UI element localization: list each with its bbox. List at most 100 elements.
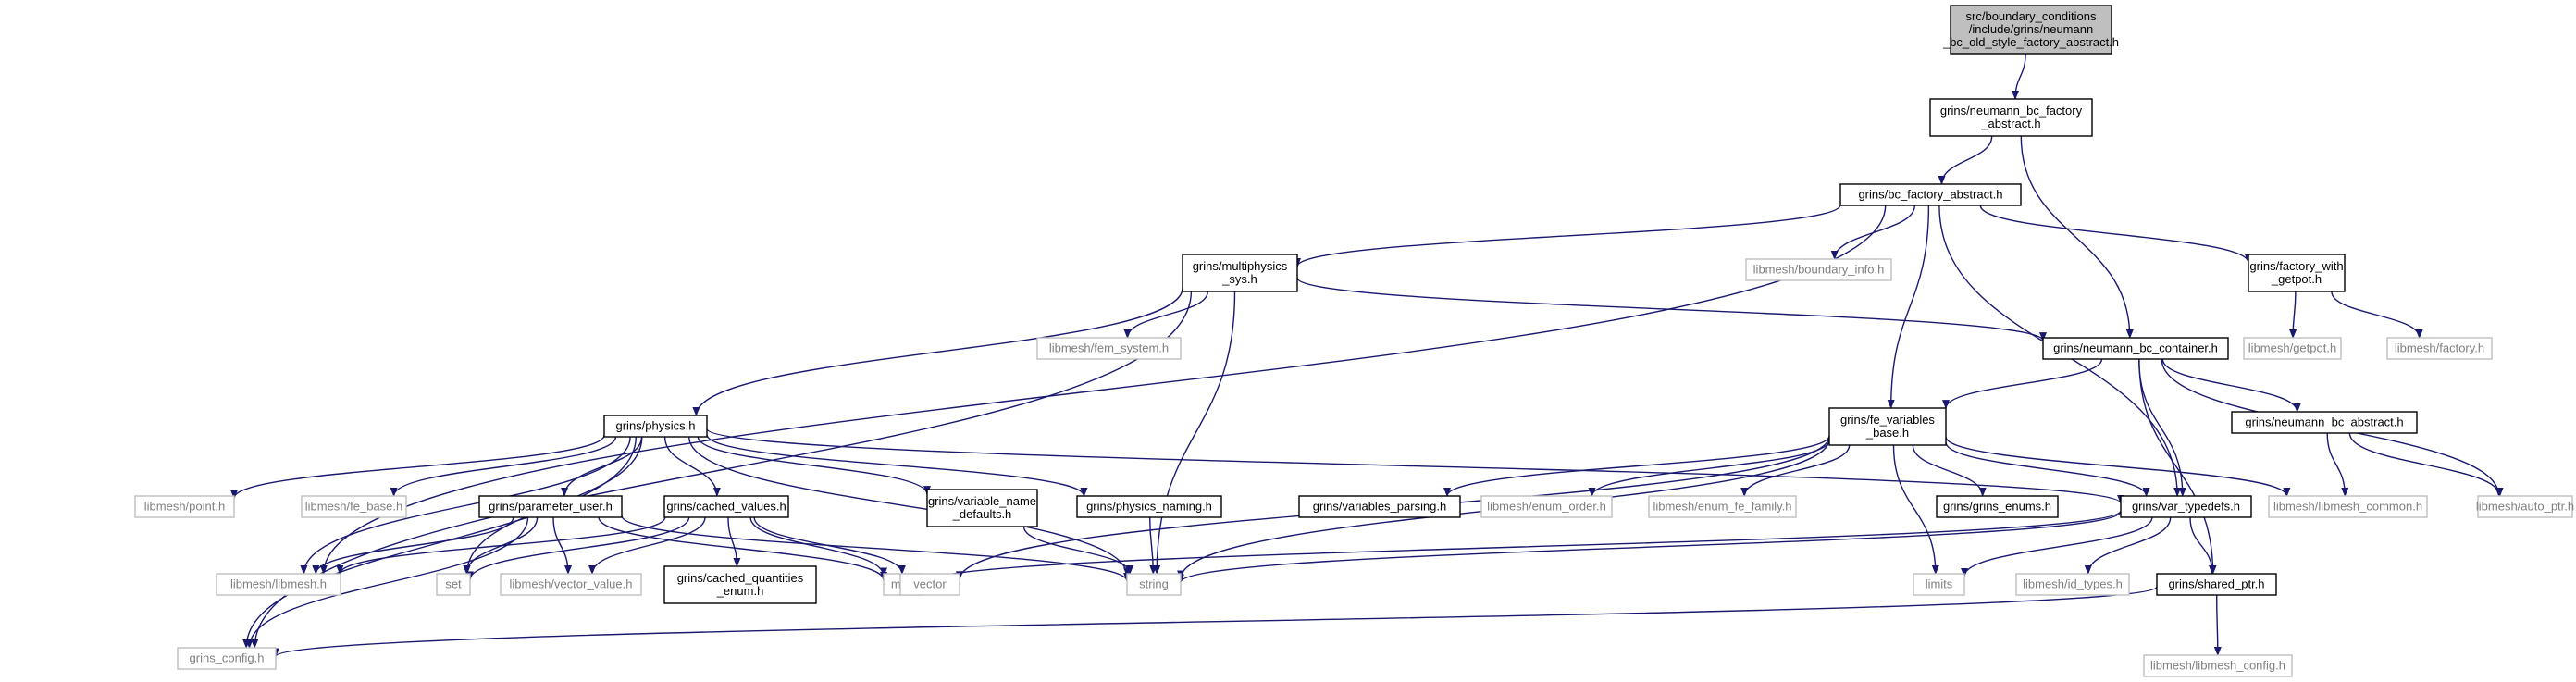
edge-sp-to-llcfg [2213,594,2222,656]
node-label-vnd-line-1: _defaults.h [952,507,1012,521]
node-pu[interactable]: grins/parameter_user.h [478,495,623,518]
node-label-str-line-0: string [1139,577,1169,591]
node-label-lfb-line-0: libmesh/fe_base.h [305,500,403,514]
node-vnd[interactable]: grins/variable_name_defaults.h [926,489,1038,527]
node-label-llcfg-line-0: libmesh/libmesh_config.h [2150,659,2285,673]
edge-sp-to-gc [272,586,2158,658]
node-box-str [1126,573,1182,596]
edge-nba-to-llc [2326,432,2349,497]
node-label-vp-line-0: grins/variables_parsing.h [1313,500,1447,514]
node-box-vt [2120,495,2252,518]
node-nba[interactable]: grins/neumann_bc_abstract.h [2231,411,2418,434]
node-label-cqe-line-0: grins/cached_quantities [677,571,804,585]
node-cqe[interactable]: grins/cached_quantities_enum.h [663,565,817,604]
node-label-set-line-0: set [445,577,462,591]
node-label-cqe-line-1: _enum.h [716,584,764,598]
node-box-lpt [134,495,235,518]
node-label-vt-line-0: grins/var_typedefs.h [2132,500,2240,514]
edge-fev-to-vt [1945,441,2150,497]
edge-phys-to-gc [242,436,637,649]
node-label-ge-line-0: grins/grins_enums.h [1943,500,2051,514]
edge-phys-to-pu [561,436,643,497]
node-box-cqe [663,565,817,604]
node-label-lap-line-0: libmesh/auto_ptr.h [2476,500,2574,514]
node-box-set [436,573,471,596]
edge-nbc-to-sp [2138,358,2217,575]
node-ge[interactable]: grins/grins_enums.h [1936,495,2059,518]
node-label-nba-line-0: grins/neumann_bc_abstract.h [2245,415,2403,429]
node-box-vp [1298,495,1461,518]
node-box-llm [216,573,341,596]
node-root[interactable]: src/boundary_conditions/include/grins/ne… [1942,5,2119,55]
node-box-nbfa [1929,98,2093,137]
node-set: set [436,573,471,596]
node-lit: libmesh/id_types.h [2015,573,2130,596]
node-bcfa[interactable]: grins/bc_factory_abstract.h [1839,183,2022,206]
node-sp[interactable]: grins/shared_ptr.h [2156,573,2277,596]
node-label-gc-line-0: grins_config.h [190,651,265,665]
node-lvv: libmesh/vector_value.h [500,573,642,596]
edge-fwg-to-lgp [2289,291,2297,339]
node-cv[interactable]: grins/cached_values.h [663,495,789,518]
edge-bcfa-to-fwg [1979,205,2252,264]
node-box-lap [2477,495,2573,518]
node-box-vnd [926,489,1038,527]
node-phys[interactable]: grins/physics.h [603,415,708,438]
node-lpt: libmesh/point.h [134,495,235,518]
edge-cv-to-set [466,516,690,581]
node-fev[interactable]: grins/fe_variables_base.h [1828,407,1947,446]
node-vt[interactable]: grins/var_typedefs.h [2120,495,2252,518]
node-box-lfb [301,495,407,518]
node-lef: libmesh/enum_fe_family.h [1648,495,1797,518]
node-label-lvv-line-0: libmesh/vector_value.h [510,577,633,591]
node-label-lef-line-0: libmesh/enum_fe_family.h [1653,500,1791,514]
node-mps[interactable]: grins/multiphysics_sys.h [1182,254,1298,292]
node-label-root-line-0: src/boundary_conditions [1966,9,2097,23]
edge-fev-to-llc [1945,436,2291,497]
edge-nba-to-lap [2348,432,2504,497]
nodes-layer: src/boundary_conditions/include/grins/ne… [134,5,2574,677]
node-label-mps-line-0: grins/multiphysics [1193,259,1288,273]
edge-cv-to-lvv [588,516,706,575]
edge-vt-to-lit [2084,516,2172,575]
node-label-sp-line-0: grins/shared_ptr.h [2168,577,2264,591]
edge-root-to-nbfa [2012,53,2026,100]
node-box-lbi [1745,258,1892,281]
edge-bcfa-to-llm [319,205,1887,575]
node-label-lpt-line-0: libmesh/point.h [144,500,225,514]
node-label-fev-line-0: grins/fe_variables [1840,413,1935,427]
edge-vt-to-sp [2189,516,2216,575]
node-label-mps-line-1: _sys.h [1221,272,1257,286]
node-box-lim [1913,573,1965,596]
node-lfs: libmesh/fem_system.h [1036,337,1182,360]
edge-mps-to-phys [692,288,1183,416]
node-fwg[interactable]: grins/factory_with_getpot.h [2248,254,2346,292]
node-vp[interactable]: grins/variables_parsing.h [1298,495,1461,518]
node-lap: libmesh/auto_ptr.h [2476,495,2574,518]
node-label-nbc-line-0: grins/neumann_bc_container.h [2053,341,2218,355]
node-label-fev-line-1: _base.h [1865,426,1909,440]
node-label-llc-line-0: libmesh/libmesh_common.h [2273,500,2422,514]
node-pn[interactable]: grins/physics_naming.h [1076,495,1222,518]
edge-vt-to-lim [1961,516,2153,577]
node-nbc[interactable]: grins/neumann_bc_container.h [2042,337,2229,360]
node-label-cv-line-0: grins/cached_values.h [666,500,786,514]
node-label-nbfa-line-1: _abstract.h [1980,117,2040,130]
node-lim: limits [1913,573,1965,596]
node-lfac: libmesh/factory.h [2386,337,2493,360]
node-label-lfac-line-0: libmesh/factory.h [2395,341,2484,355]
node-label-llm-line-0: libmesh/libmesh.h [230,577,327,591]
node-nbfa[interactable]: grins/neumann_bc_factory_abstract.h [1929,98,2093,137]
node-box-cv [663,495,789,518]
node-label-leo-line-0: libmesh/enum_order.h [1487,500,1606,514]
edge-pn-to-str [1149,516,1158,575]
node-lbi: libmesh/boundary_info.h [1745,258,1892,281]
node-box-lgp [2243,337,2342,360]
node-box-pu [478,495,623,518]
edge-fev-to-lef [1740,444,1851,497]
edge-phys-to-cv [663,436,721,497]
edge-bcfa-to-mps [1294,205,1841,267]
node-llc: libmesh/libmesh_common.h [2268,495,2428,518]
edge-fev-to-lim [1892,444,1939,575]
edge-phys-to-pn [706,434,1088,497]
